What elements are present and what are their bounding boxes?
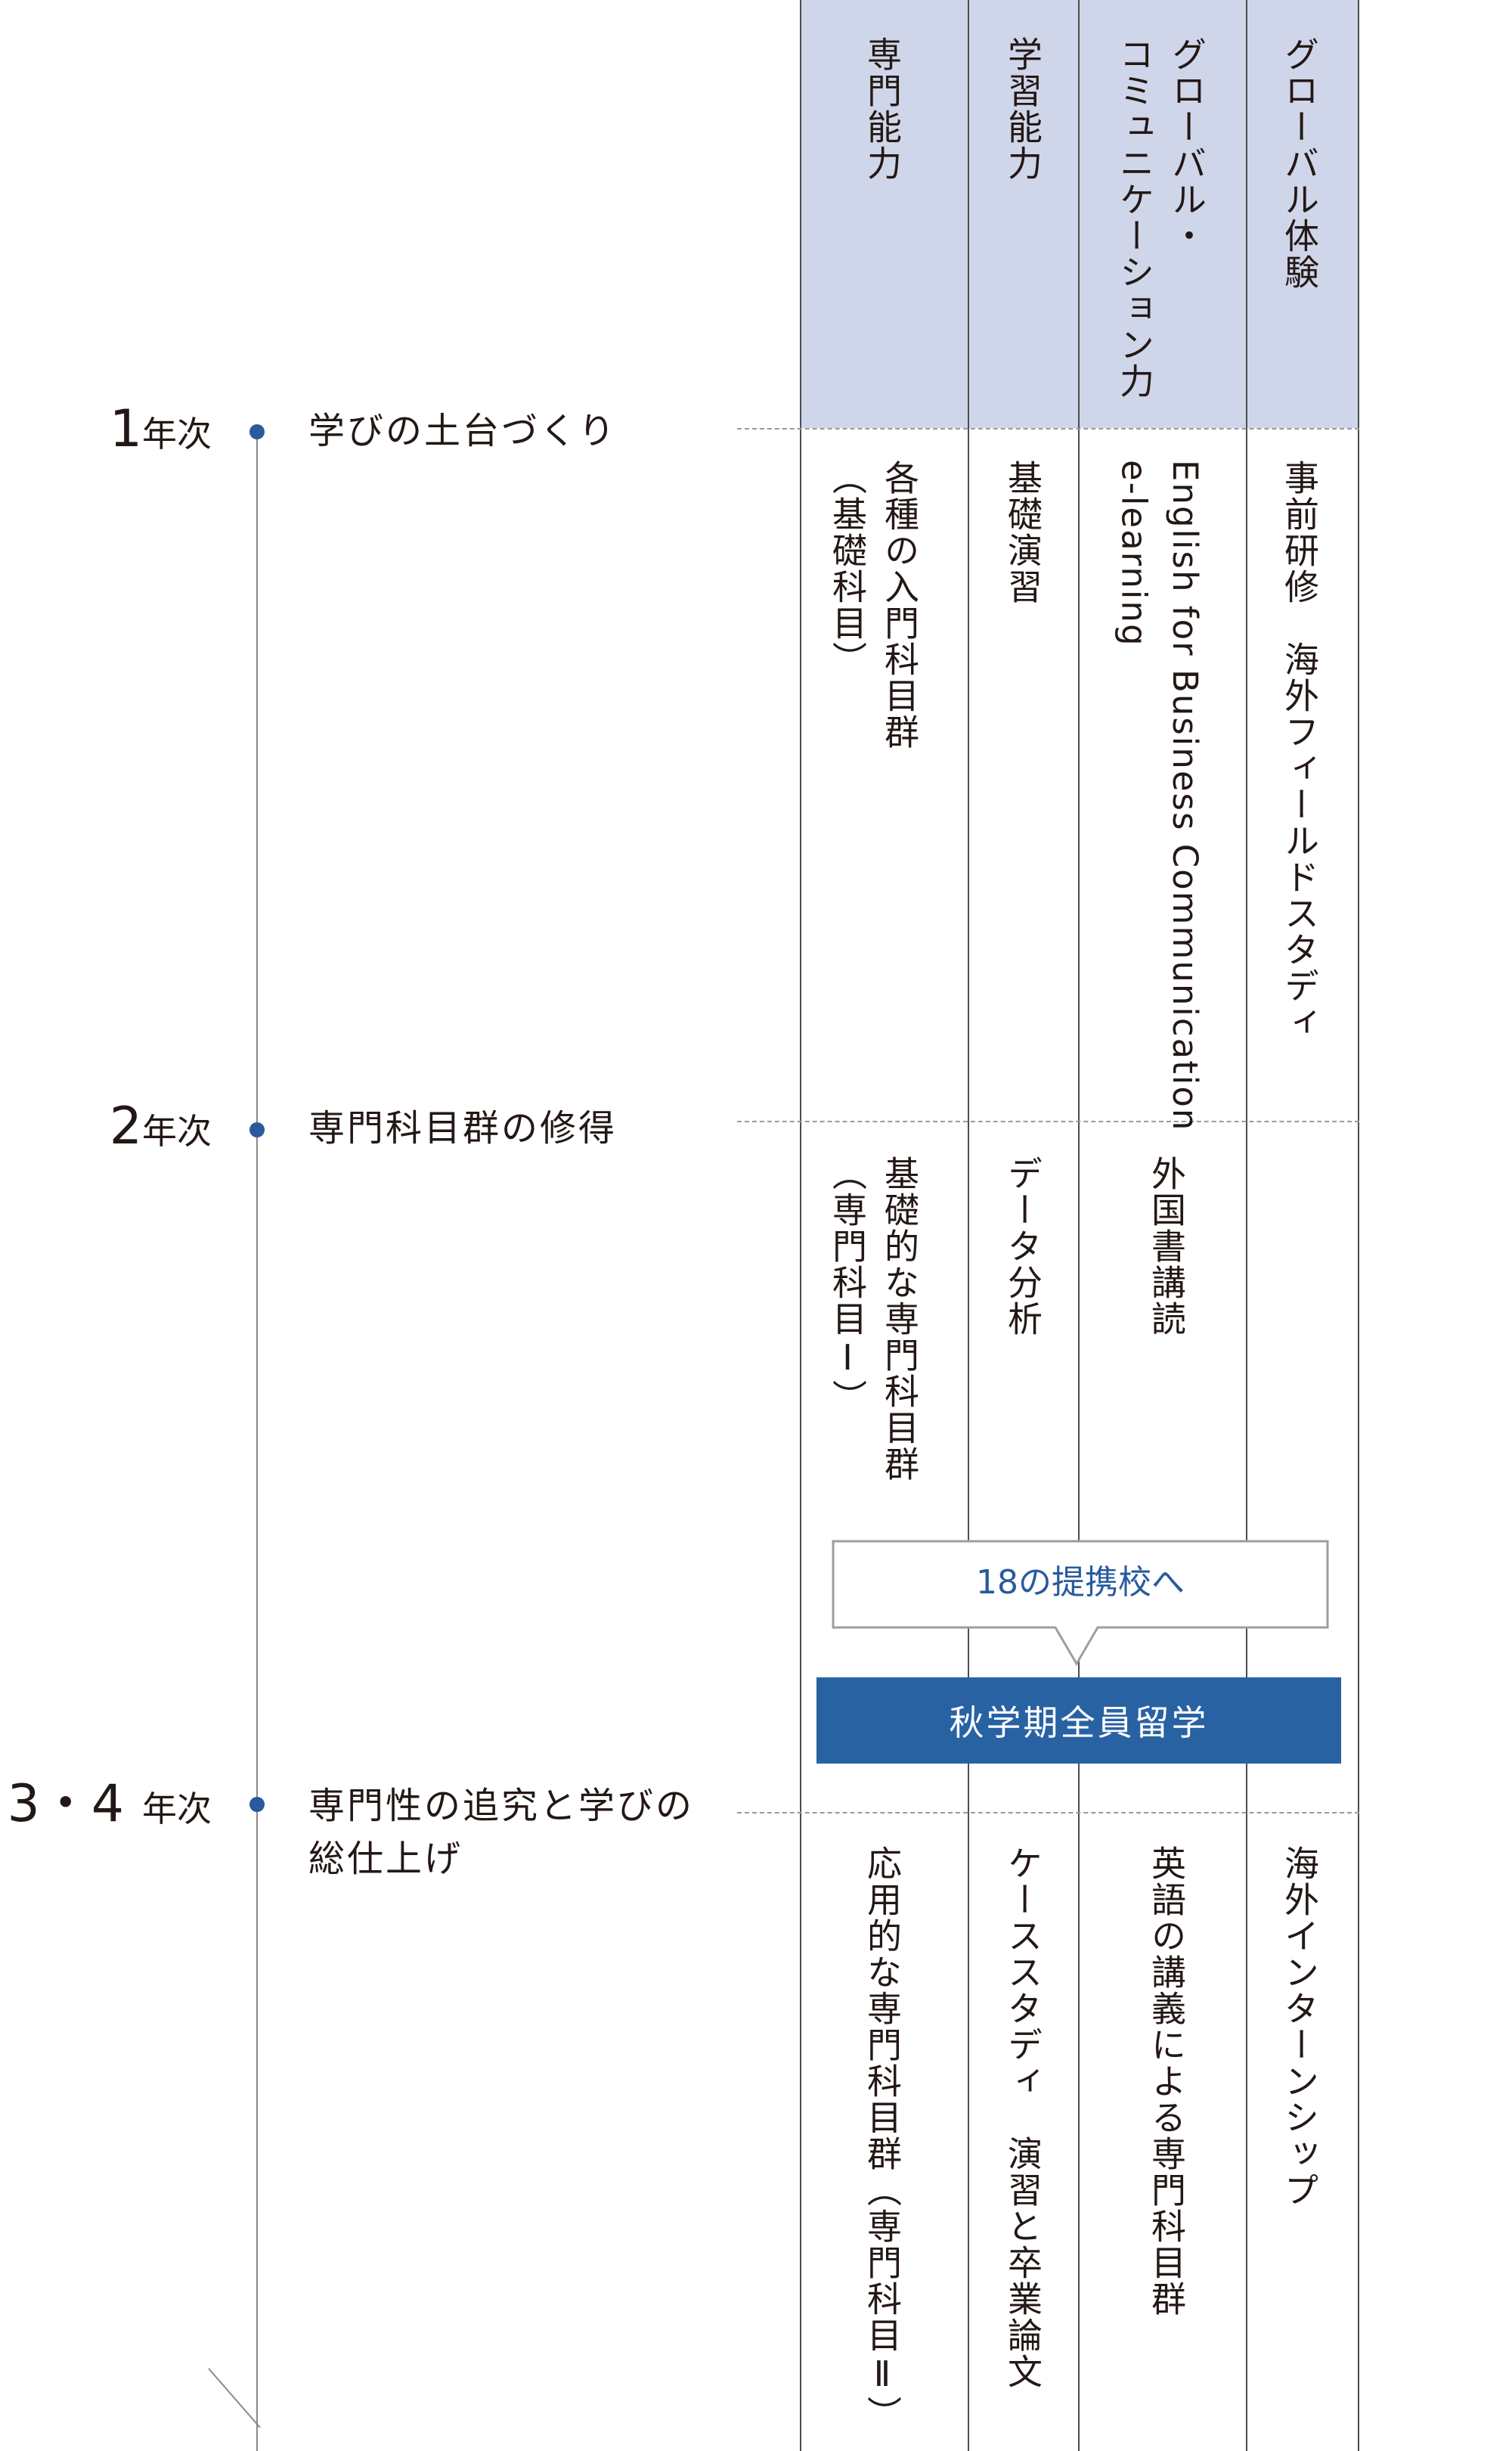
timeline-dot-year34 xyxy=(249,1797,265,1812)
year34-separator xyxy=(737,1812,1359,1813)
header-global-experience: グローバル体験 xyxy=(1279,36,1320,290)
year1-title: 学びの土台づくり xyxy=(308,410,618,452)
callout-text: 18の提携校へ xyxy=(976,1563,1185,1602)
year1-number: 1 xyxy=(109,399,142,459)
year34-case-study: ケーススタディ 演習と卒業論文 xyxy=(1002,1845,1043,2390)
year34-advanced-specialized: 応用的な専門科目群（専門科目Ⅱ） xyxy=(862,1845,903,2432)
year34-english-lectures: 英語の講義による専門科目群 xyxy=(1146,1845,1187,2317)
timeline-axis xyxy=(256,433,258,2451)
year2-foreign-reading: 外国書講読 xyxy=(1146,1156,1187,1337)
study-abroad-banner-text: 秋学期全員留学 xyxy=(949,1702,1209,1743)
column-header-background xyxy=(801,0,1358,428)
year1-field-study: 事前研修 海外フィールドスタディ xyxy=(1279,460,1320,1041)
year2-number: 2 xyxy=(109,1097,142,1156)
year2-data-analysis: データ分析 xyxy=(1002,1156,1043,1337)
year1-intro-subjects: 各種の入門科目群 （基礎科目） xyxy=(827,460,920,750)
column-line-right xyxy=(1358,0,1359,2451)
timeline-dot-year2 xyxy=(249,1122,265,1137)
column-line-2 xyxy=(968,0,969,2451)
header-global-communication: グローバル・ コミュニケーション力 xyxy=(1114,36,1207,399)
column-line-left xyxy=(800,0,801,2451)
year2-label: 2年次 xyxy=(110,1101,212,1153)
year1-unit: 年次 xyxy=(142,414,212,455)
year2-title: 専門科目群の修得 xyxy=(308,1107,618,1149)
year2-basic-specialized: 基礎的な専門科目群 （専門科目Ⅰ） xyxy=(827,1156,920,1482)
year1-separator xyxy=(737,428,1359,430)
year2-separator xyxy=(737,1121,1359,1122)
column-line-3 xyxy=(1078,0,1080,2451)
column-line-4 xyxy=(1246,0,1247,2451)
study-abroad-banner: 秋学期全員留学 xyxy=(816,1677,1341,1764)
callout-box xyxy=(832,1540,1329,1666)
timeline-dot-year1 xyxy=(249,424,265,439)
header-learning-ability: 学習能力 xyxy=(1002,36,1043,181)
year34-overseas-internship: 海外インターンシップ xyxy=(1279,1845,1320,2208)
year2-unit: 年次 xyxy=(142,1111,212,1152)
year34-unit: 年次 xyxy=(142,1789,212,1829)
year34-number: 3・4 xyxy=(7,1774,124,1834)
year1-basic-seminar: 基礎演習 xyxy=(1002,460,1043,605)
timeline-end-tick xyxy=(208,2368,261,2428)
year1-label: 1年次 xyxy=(110,404,212,455)
year34-title: 専門性の追究と学びの 総仕上げ xyxy=(308,1785,695,1880)
year1-english-elearning: English for Business Communication e-lea… xyxy=(1114,460,1206,1132)
header-specialized-ability: 専門能力 xyxy=(862,36,903,181)
